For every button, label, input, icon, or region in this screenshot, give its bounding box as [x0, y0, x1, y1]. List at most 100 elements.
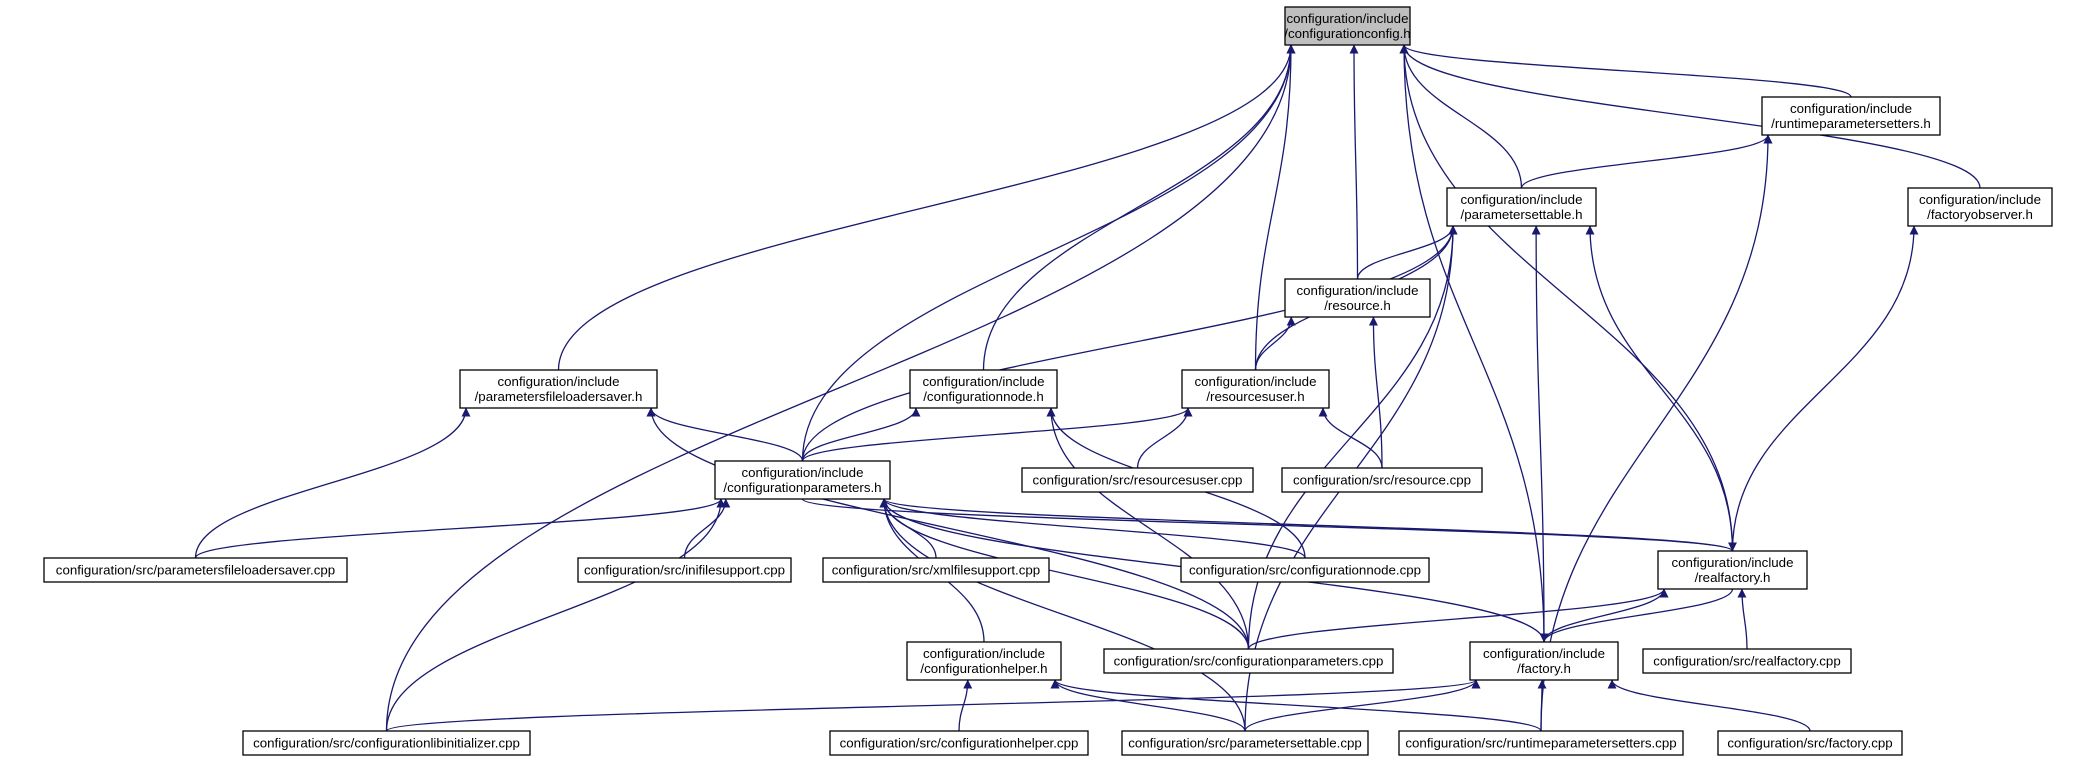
- node-factory-cpp[interactable]: configuration/src/factory.cpp: [1717, 730, 1903, 756]
- node-label-line: configuration/src/parametersfileloadersa…: [56, 563, 335, 578]
- node-label-line: configuration/include: [1919, 192, 2041, 207]
- node-label-line: configuration/src/resourcesuser.cpp: [1033, 473, 1243, 488]
- edge-configurationparameters_cpp-to-realfactory_h: [1247, 588, 1669, 650]
- node-box: [43, 557, 348, 583]
- edge-path: [194, 407, 471, 559]
- node-factoryobserver-h[interactable]: configuration/include/factoryobserver.h: [1907, 187, 2053, 227]
- edge-path: [1607, 679, 1811, 732]
- edge-path: [1399, 44, 1545, 643]
- edge-runtimeparametersetters_h-to-configurationconfig_h: [1399, 44, 1852, 98]
- node-parametersettable-h[interactable]: configuration/include/parametersettable.…: [1446, 187, 1597, 227]
- edge-path: [1399, 44, 1981, 189]
- edge-path: [879, 498, 1250, 650]
- node-configurationparameters-h[interactable]: configuration/include/configurationparam…: [714, 460, 891, 500]
- edge-path: [1585, 225, 1734, 552]
- edge-configurationparameters_h-to-resourcesuser_h: [801, 407, 1193, 462]
- edge-path: [1247, 588, 1669, 650]
- edge-path: [646, 407, 804, 462]
- edge-runtimeparametersetters_cpp-to-configurationhelper_h: [1050, 679, 1542, 732]
- edge-configurationnode_h-to-configurationconfig_h: [982, 44, 1296, 371]
- edge-path: [1520, 134, 1773, 189]
- edge-resourcesuser_h-to-configurationconfig_h: [1254, 44, 1296, 371]
- edge-resourcesuser_cpp-to-resourcesuser_h: [1136, 407, 1193, 469]
- node-xmlfilesupport-cpp[interactable]: configuration/src/xmlfilesupport.cpp: [822, 557, 1050, 583]
- node-label-line: configuration/include: [1672, 555, 1794, 570]
- node-label-line: configuration/src/resource.cpp: [1293, 473, 1471, 488]
- node-configurationlibinitializer-cpp[interactable]: configuration/src/configurationlibinitia…: [242, 730, 531, 756]
- edge-path: [1399, 44, 1852, 98]
- edge-configurationparameters_h-to-realfactory_h: [801, 498, 1737, 552]
- node-configurationhelper-h[interactable]: configuration/include/configurationhelpe…: [906, 641, 1062, 681]
- node-runtimeparametersetters-h[interactable]: configuration/include/runtimeparameterse…: [1761, 96, 1941, 136]
- edge-path: [1046, 407, 1250, 650]
- edge-path: [385, 679, 1481, 732]
- edge-path: [879, 498, 1246, 732]
- edge-factory_h-to-configurationconfig_h: [1399, 44, 1545, 643]
- node-resource-h[interactable]: configuration/include/resource.h: [1284, 278, 1431, 318]
- edge-path: [801, 225, 1458, 462]
- node-runtimeparametersetters-cpp[interactable]: configuration/src/runtimeparametersetter…: [1398, 730, 1684, 756]
- edge-configurationparameters_h-to-parametersfileloadersaver_h: [646, 407, 804, 462]
- edge-parametersettable_cpp-to-factory_h: [1244, 679, 1481, 732]
- node-resourcesuser-cpp[interactable]: configuration/src/resourcesuser.cpp: [1021, 467, 1254, 493]
- node-label-line: configuration/src/configurationparameter…: [1114, 654, 1384, 669]
- edge-factory_cpp-to-factory_h: [1607, 679, 1811, 732]
- node-configurationnode-h[interactable]: configuration/include/configurationnode.…: [909, 369, 1058, 409]
- node-box: [1657, 550, 1808, 590]
- node-box: [1021, 467, 1254, 493]
- node-label-line: /resource.h: [1324, 298, 1391, 313]
- edge-parametersettable_h-to-runtimeparametersetters_h: [1520, 134, 1773, 189]
- node-box: [714, 460, 891, 500]
- node-box: [1717, 730, 1903, 756]
- edge-path: [1050, 679, 1246, 732]
- edge-configurationparameters_cpp-to-configurationparameters_h: [879, 498, 1250, 650]
- edge-resource_cpp-to-resource_h: [1368, 316, 1383, 469]
- node-label-line: /configurationhelper.h: [920, 661, 1047, 676]
- node-configurationhelper-cpp[interactable]: configuration/src/configurationhelper.cp…: [829, 730, 1089, 756]
- node-label-line: configuration/src/runtimeparametersetter…: [1405, 736, 1676, 751]
- edge-path: [801, 44, 1296, 462]
- node-label-line: configuration/include: [1297, 283, 1419, 298]
- node-label-line: configuration/src/realfactory.cpp: [1653, 654, 1840, 669]
- edge-path: [1543, 588, 1669, 643]
- node-label-line: /factory.h: [1517, 661, 1571, 676]
- node-parametersfileloadersaver-h[interactable]: configuration/include/parametersfileload…: [459, 369, 658, 409]
- node-box: [577, 557, 792, 583]
- edge-path: [557, 44, 1296, 371]
- edge-parametersettable_cpp-to-configurationparameters_h: [879, 498, 1246, 732]
- node-parametersettable-cpp[interactable]: configuration/src/parametersettable.cpp: [1121, 730, 1369, 756]
- node-realfactory-h[interactable]: configuration/include/realfactory.h: [1657, 550, 1808, 590]
- node-label-line: configuration/include: [923, 374, 1045, 389]
- edge-configurationlibinitializer_cpp-to-configurationconfig_h: [385, 44, 1296, 732]
- edge-parametersettable_cpp-to-configurationhelper_h: [1050, 679, 1246, 732]
- node-box: [1121, 730, 1369, 756]
- edge-parametersettable_h-to-configurationconfig_h: [1399, 44, 1523, 189]
- edge-path: [1050, 679, 1542, 732]
- node-label-line: configuration/src/configurationlibinitia…: [253, 736, 520, 751]
- edge-path: [1136, 407, 1193, 469]
- node-realfactory-cpp[interactable]: configuration/src/realfactory.cpp: [1642, 648, 1852, 674]
- node-parametersfileloadersaver-cpp[interactable]: configuration/src/parametersfileloadersa…: [43, 557, 348, 583]
- node-label-line: configuration/src/inifilesupport.cpp: [584, 563, 785, 578]
- node-inifilesupport-cpp[interactable]: configuration/src/inifilesupport.cpp: [577, 557, 792, 583]
- node-configurationparameters-cpp[interactable]: configuration/src/configurationparameter…: [1103, 648, 1394, 674]
- edge-path: [1368, 316, 1383, 469]
- node-label-line: configuration/src/xmlfilesupport.cpp: [832, 563, 1040, 578]
- node-label-line: configuration/include: [1483, 646, 1605, 661]
- node-box: [1181, 369, 1330, 409]
- edge-path: [1737, 588, 1748, 650]
- node-label-line: /realfactory.h: [1695, 570, 1771, 585]
- edge-parametersfileloadersaver_cpp-to-configurationparameters_h: [194, 498, 726, 559]
- edge-path: [1318, 407, 1383, 469]
- node-resource-cpp[interactable]: configuration/src/resource.cpp: [1281, 467, 1483, 493]
- node-factory-h[interactable]: configuration/include/factory.h: [1469, 641, 1619, 681]
- node-label-line: configuration/include: [1195, 374, 1317, 389]
- node-label-line: /configurationconfig.h: [1284, 26, 1410, 41]
- edge-path: [1540, 134, 1773, 732]
- node-label-line: configuration/src/configurationnode.cpp: [1189, 563, 1421, 578]
- node-label-line: /configurationparameters.h: [723, 480, 881, 495]
- node-resourcesuser-h[interactable]: configuration/include/resourcesuser.h: [1181, 369, 1330, 409]
- node-configurationnode-cpp[interactable]: configuration/src/configurationnode.cpp: [1180, 557, 1430, 583]
- node-configurationconfig-h[interactable]: configuration/include/configurationconfi…: [1284, 6, 1411, 46]
- node-box: [909, 369, 1058, 409]
